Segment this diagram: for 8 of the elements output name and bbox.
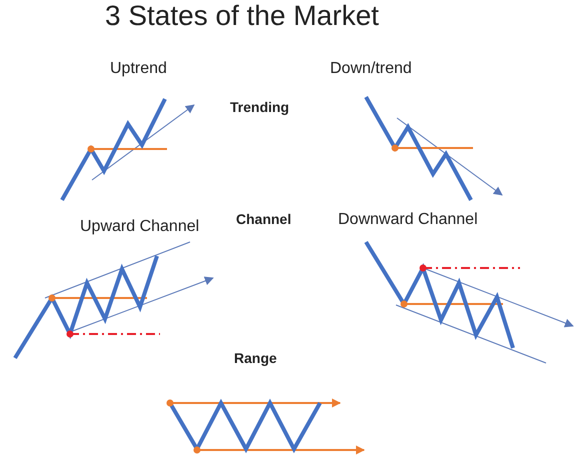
section-heading: Trending [230,99,290,116]
pattern-label: Upward Channel [80,218,200,236]
pattern-label: Downward Channel [338,211,478,230]
chart-title: 3 States of the Market [105,0,379,32]
section-heading: Channel [236,211,292,228]
pattern-label: Uptrend [110,60,167,78]
section-heading: Range [234,350,277,366]
pattern-label: Down/trend [330,60,412,78]
